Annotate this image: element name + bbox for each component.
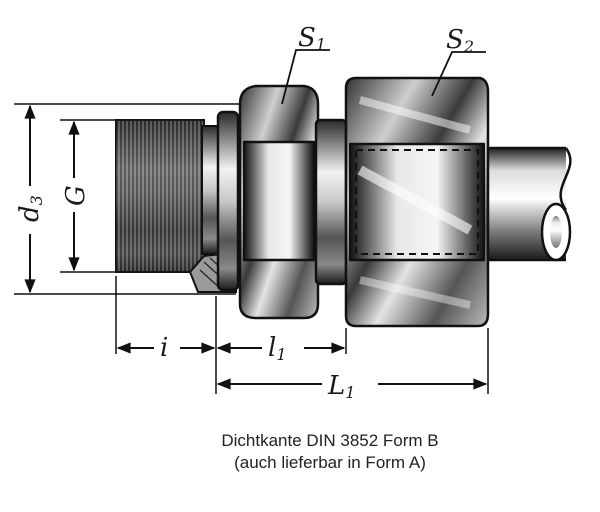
label-s1: S1 bbox=[298, 23, 326, 54]
extension-lines bbox=[115, 276, 489, 394]
svg-text:d3: d3 bbox=[15, 195, 46, 222]
label-i: i bbox=[160, 333, 168, 363]
union-nut-s2 bbox=[344, 76, 490, 328]
neck bbox=[314, 118, 348, 286]
label-l1: l1 bbox=[268, 333, 287, 364]
label-d3: d3 bbox=[15, 195, 46, 222]
dimension-g bbox=[60, 119, 116, 273]
dimension-l1 bbox=[216, 330, 346, 364]
caption-line-1: Dichtkante DIN 3852 Form B bbox=[221, 431, 438, 450]
hex-nut-s1 bbox=[238, 84, 320, 320]
dimension-big-l1 bbox=[216, 368, 488, 402]
collar bbox=[216, 110, 240, 292]
svg-text:G: G bbox=[61, 185, 91, 206]
leader-lines bbox=[281, 49, 486, 105]
dimension-d3 bbox=[14, 103, 240, 295]
caption-line-2: (auch lieferbar in Form A) bbox=[234, 453, 426, 472]
label-g: G bbox=[61, 185, 91, 206]
tube bbox=[486, 146, 572, 262]
label-big-l1: L1 bbox=[327, 371, 355, 402]
dimension-i bbox=[116, 334, 216, 362]
label-s2: S2 bbox=[446, 25, 474, 56]
